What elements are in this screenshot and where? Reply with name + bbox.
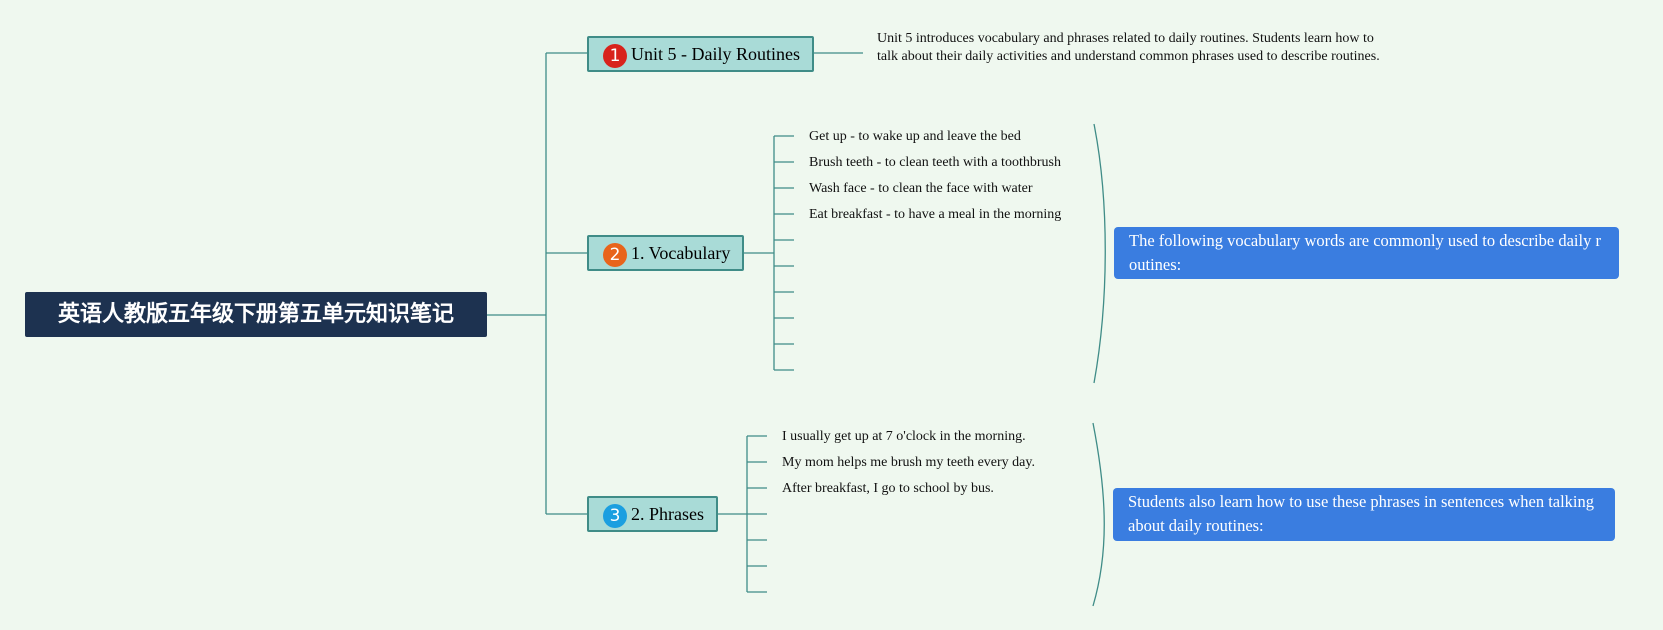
vocabulary-item[interactable]: Get up - to wake up and leave the bed bbox=[809, 129, 1021, 144]
number-badge-3: 3 bbox=[603, 504, 627, 528]
topic-label: Unit 5 - Daily Routines bbox=[631, 44, 800, 64]
vocabulary-item[interactable]: Eat breakfast - to have a meal in the mo… bbox=[809, 207, 1062, 222]
vocabulary-item[interactable]: Brush teeth - to clean teeth with a toot… bbox=[809, 155, 1061, 170]
topic-daily-routines[interactable]: 1 Unit 5 - Daily Routines bbox=[587, 36, 814, 72]
phrases-summary[interactable]: Students also learn how to use these phr… bbox=[1113, 488, 1615, 541]
topic-label: 2. Phrases bbox=[631, 504, 704, 524]
topic-phrases[interactable]: 3 2. Phrases bbox=[587, 496, 718, 532]
phrase-item[interactable]: After breakfast, I go to school by bus. bbox=[782, 481, 994, 496]
phrase-item[interactable]: My mom helps me brush my teeth every day… bbox=[782, 455, 1035, 470]
vocabulary-summary[interactable]: The following vocabulary words are commo… bbox=[1114, 227, 1619, 279]
topic-label: 1. Vocabulary bbox=[631, 243, 731, 263]
phrase-item[interactable]: I usually get up at 7 o'clock in the mor… bbox=[782, 429, 1026, 444]
number-badge-1: 1 bbox=[603, 44, 627, 68]
topic-vocabulary[interactable]: 2 1. Vocabulary bbox=[587, 235, 745, 271]
topic-note: Unit 5 introduces vocabulary and phrases… bbox=[877, 31, 1380, 64]
root-topic[interactable]: 英语人教版五年级下册第五单元知识笔记 bbox=[25, 292, 487, 337]
vocabulary-item[interactable]: Wash face - to clean the face with water bbox=[809, 181, 1033, 196]
number-badge-2: 2 bbox=[603, 243, 627, 267]
